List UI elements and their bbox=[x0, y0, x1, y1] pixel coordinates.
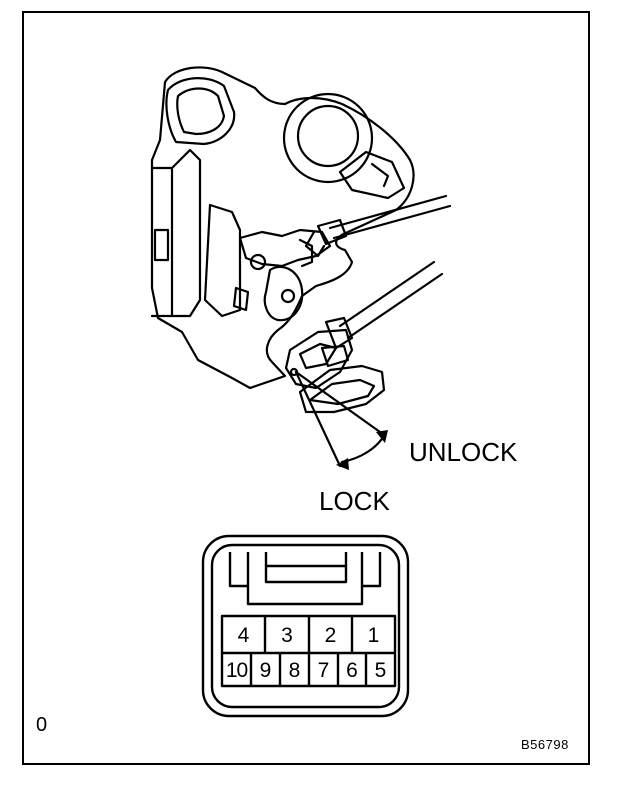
connector-housing-outer bbox=[201, 534, 410, 718]
connector-pin-2: 2 bbox=[324, 623, 337, 647]
arrow-lock bbox=[336, 458, 349, 470]
lock-left-flange bbox=[150, 148, 202, 318]
lock-top-boss bbox=[165, 77, 236, 146]
connector-pin-7: 7 bbox=[317, 658, 330, 682]
connector-housing-inner bbox=[210, 543, 401, 709]
connector-latch-right bbox=[360, 552, 382, 588]
rotation-line-long bbox=[294, 370, 342, 468]
connector-lock-tab bbox=[264, 552, 348, 584]
connector-pin-6: 6 bbox=[346, 658, 358, 682]
connector bbox=[201, 534, 410, 718]
connector-pin-5: 5 bbox=[374, 658, 387, 682]
lock-label: LOCK bbox=[319, 486, 390, 516]
upper-cable bbox=[328, 194, 452, 240]
figure-frame bbox=[22, 11, 590, 765]
connector-pin-9: 9 bbox=[259, 658, 272, 682]
lock-left-slot bbox=[153, 228, 170, 262]
lock-lever bbox=[263, 265, 304, 322]
switch-body bbox=[284, 328, 354, 390]
corner-mark: 0 bbox=[36, 714, 48, 736]
arrow-unlock bbox=[376, 430, 388, 443]
connector-latch-left bbox=[228, 552, 250, 588]
lever-pivot bbox=[249, 253, 267, 271]
unlock-label: UNLOCK bbox=[409, 437, 518, 467]
figure-code: B56798 bbox=[521, 737, 569, 752]
lower-cable bbox=[338, 260, 444, 340]
connector-pin-3: 3 bbox=[281, 623, 293, 647]
rotation-arc bbox=[340, 434, 386, 464]
rotation-line-short bbox=[294, 370, 382, 434]
connector-pin-1: 1 bbox=[367, 623, 380, 647]
lock-round-boss bbox=[282, 92, 374, 184]
connector-pin-4: 4 bbox=[237, 623, 250, 647]
connector-pin-10: 10 bbox=[225, 658, 248, 682]
connector-pin-8: 8 bbox=[288, 658, 301, 682]
